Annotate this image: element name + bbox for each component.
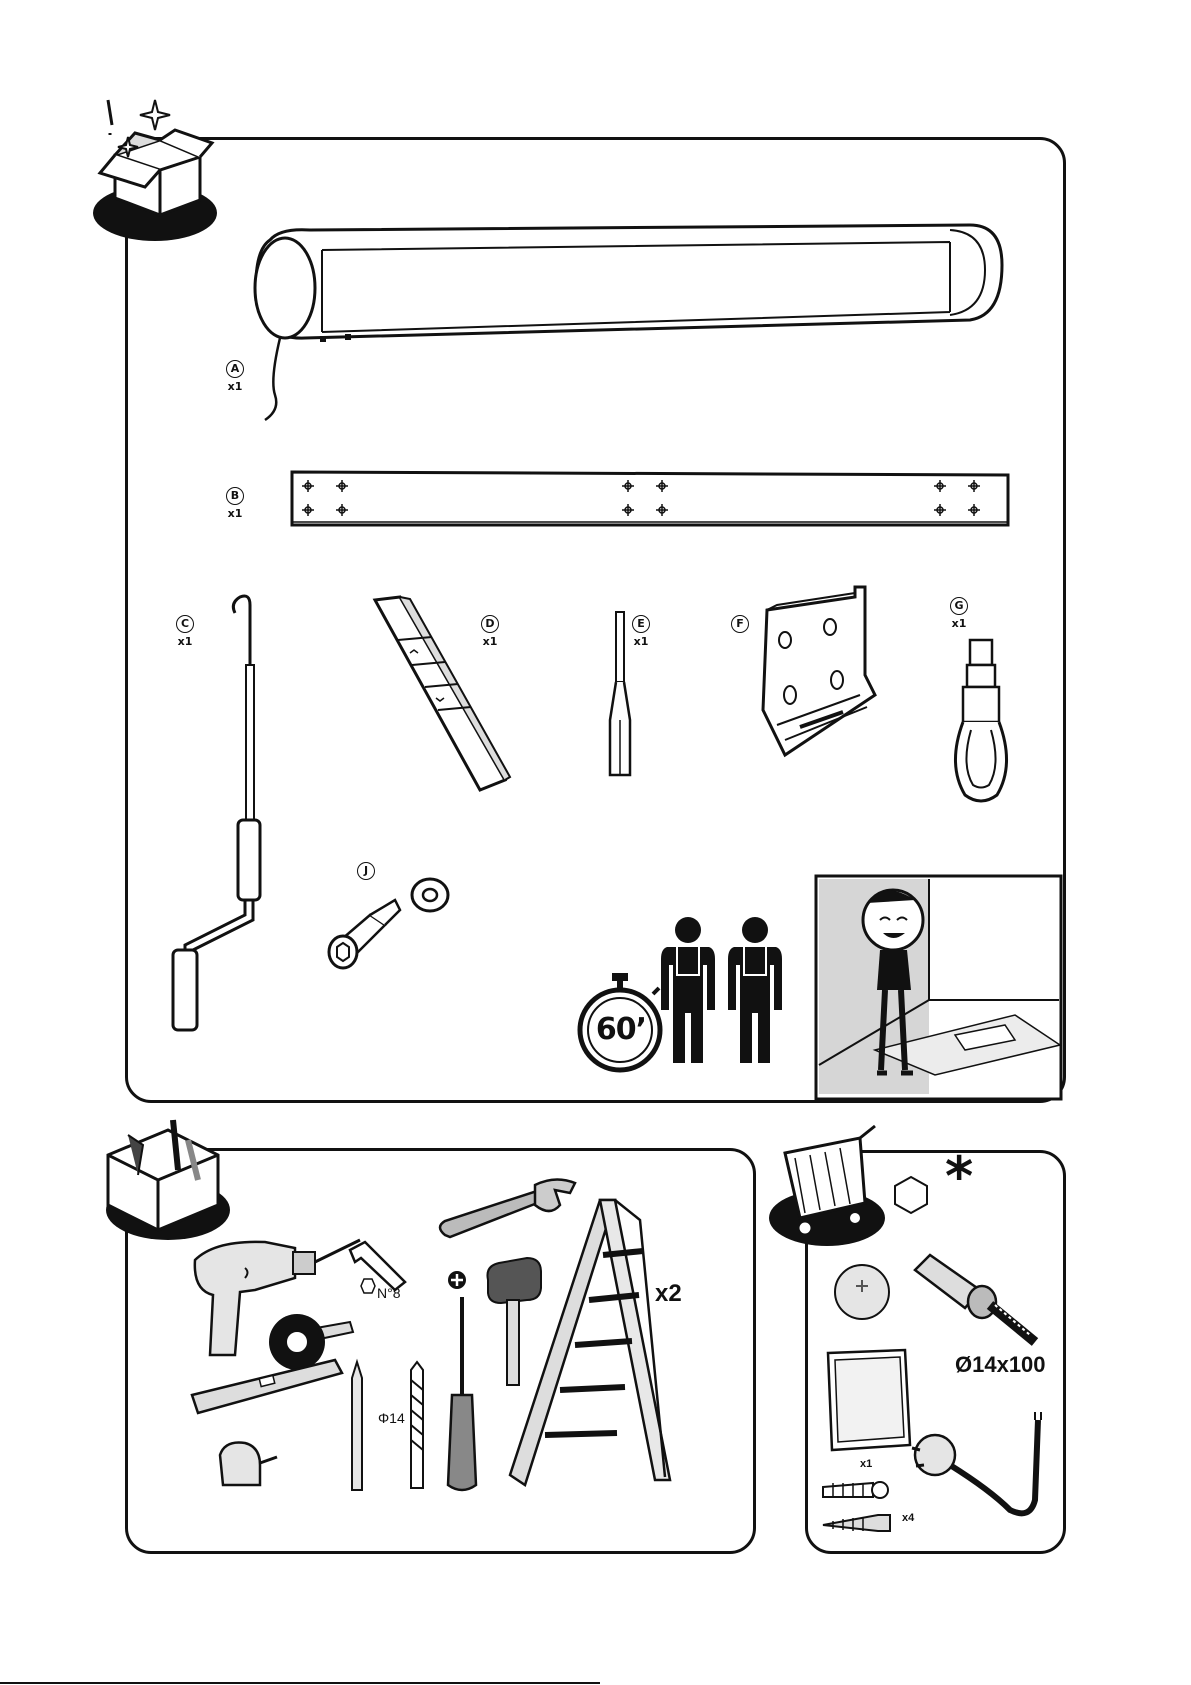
junction-box-quantity-label: x1 — [860, 1458, 872, 1470]
hexagon-icon — [360, 1278, 376, 1294]
power-plug-icon — [910, 1410, 1050, 1540]
junction-box-icon — [820, 1345, 915, 1455]
open-box-icon — [90, 95, 220, 245]
two-workers-icon — [655, 915, 790, 1065]
anchor-size-label: Ø14x100 — [955, 1352, 1046, 1378]
install-time-label: 60’ — [585, 1012, 657, 1047]
mounting-rail-part-b — [290, 470, 1010, 530]
screws-quantity-label: x4 — [902, 1512, 914, 1524]
part-a-label: A x1 — [226, 360, 244, 392]
part-g-label: G x1 — [950, 597, 968, 629]
ladder-quantity-label: x2 — [655, 1280, 682, 1308]
hexagon-icon — [893, 1175, 929, 1215]
shopping-cart-icon — [765, 1118, 890, 1258]
step-ladder-icon — [505, 1195, 680, 1490]
unpacking-scene-illustration — [815, 875, 1062, 1100]
anchor-bolt-icon — [910, 1250, 1045, 1350]
crank-handle-part-c — [165, 595, 275, 1035]
part-e-label: E x1 — [632, 615, 650, 647]
part-d-label: D x1 — [481, 615, 499, 647]
cassette-part-a — [250, 220, 1010, 420]
phillips-icon — [447, 1270, 467, 1290]
bottom-rule — [0, 1682, 600, 1684]
drill-bit-icon — [408, 1360, 426, 1490]
part-b-label: B x1 — [226, 487, 244, 519]
eye-swivel-part-g — [945, 635, 1015, 805]
part-c-label: C x1 — [176, 615, 194, 647]
part-j-label: J — [357, 862, 375, 880]
wall-bracket-part-f — [755, 585, 885, 760]
spirit-level-icon — [190, 1355, 345, 1425]
screwdriver-icon — [440, 1295, 485, 1495]
drill-bit-size-label: Φ14 — [378, 1410, 405, 1426]
tape-measure-icon — [215, 1435, 280, 1490]
part-f-label: F — [731, 615, 749, 633]
coin-icon — [832, 1262, 892, 1322]
asterisk-label: * — [945, 1150, 973, 1204]
hex-key-size-label: N°8 — [377, 1285, 401, 1301]
hex-bit-part-e — [605, 610, 635, 780]
bolt-washer-part-j — [325, 875, 455, 970]
pencil-icon — [350, 1360, 364, 1495]
screws-and-plugs-icon — [818, 1475, 898, 1540]
